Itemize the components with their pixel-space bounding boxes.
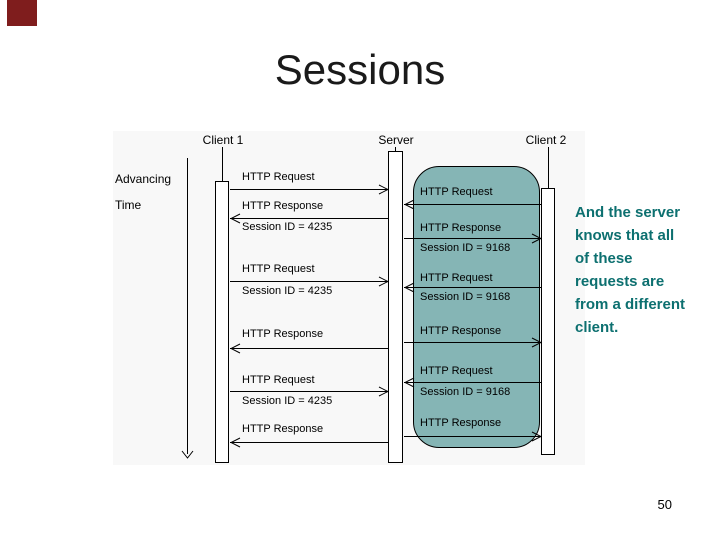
message-label: HTTP Response (420, 325, 502, 337)
message-label: HTTP Response (242, 423, 324, 435)
arrowhead-right-icon (378, 386, 389, 397)
message-label: HTTP Response (242, 328, 324, 340)
activation-client2 (541, 188, 555, 455)
message-arrow-line (404, 436, 541, 437)
message-session: Session ID = 9168 (420, 386, 511, 398)
arrowhead-right-icon (531, 337, 542, 348)
annotation-line: And the server (575, 204, 681, 221)
slide-accent-mark (7, 0, 37, 26)
message-arrow-line (404, 287, 541, 288)
message-session: Session ID = 4235 (242, 285, 333, 297)
message-label: HTTP Request (420, 272, 493, 284)
actor-client2-label: Client 2 (525, 133, 567, 147)
message-arrow-line (404, 238, 541, 239)
annotation-line: from a different (575, 296, 686, 313)
actor-client1-label: Client 1 (202, 133, 244, 147)
arrowhead-left-icon (404, 199, 415, 210)
message-arrow-line (230, 218, 388, 219)
annotation-line: knows that all (575, 227, 675, 244)
time-arrow-line (187, 158, 188, 454)
message-label: HTTP Request (242, 171, 315, 183)
actor-server-label: Server (378, 133, 414, 147)
annotation-text: And the server knows that all of these r… (575, 201, 685, 339)
message-label: HTTP Request (420, 365, 493, 377)
arrowhead-left-icon (404, 377, 415, 388)
lifeline-server (395, 147, 396, 152)
activation-client1 (215, 181, 229, 463)
message-arrow-line (230, 391, 388, 392)
message-arrow-line (230, 189, 388, 190)
message-session: Session ID = 4235 (242, 221, 333, 233)
message-arrow-line (404, 342, 541, 343)
advancing-time-line1: Advancing (115, 172, 172, 186)
arrowhead-left-icon (230, 213, 241, 224)
advancing-time-label: Advancing Time (115, 166, 171, 218)
advancing-time-line2: Time (115, 198, 142, 212)
arrowhead-left-icon (404, 282, 415, 293)
message-label: HTTP Response (242, 200, 324, 212)
message-arrow-line (404, 204, 541, 205)
message-session: Session ID = 4235 (242, 395, 333, 407)
message-arrow-line (230, 442, 388, 443)
message-label: HTTP Request (242, 374, 315, 386)
lifeline-client1 (222, 147, 223, 181)
arrowhead-right-icon (378, 184, 389, 195)
arrowhead-right-icon (531, 431, 542, 442)
message-label: HTTP Request (420, 186, 493, 198)
message-label: HTTP Response (420, 222, 502, 234)
message-session: Session ID = 9168 (420, 291, 511, 303)
time-arrow-down-icon (181, 450, 194, 459)
message-arrow-line (230, 348, 388, 349)
arrowhead-right-icon (378, 276, 389, 287)
annotation-line: of these (575, 250, 633, 267)
page-number: 50 (657, 497, 672, 512)
arrowhead-left-icon (230, 343, 241, 354)
annotation-line: requests are (575, 273, 665, 290)
lifeline-client2 (548, 147, 549, 188)
arrowhead-right-icon (531, 233, 542, 244)
arrowhead-left-icon (230, 437, 241, 448)
message-session: Session ID = 9168 (420, 242, 511, 254)
message-arrow-line (230, 281, 388, 282)
message-arrow-line (404, 382, 541, 383)
client2-highlight-box (413, 166, 540, 448)
activation-server (388, 151, 403, 463)
message-label: HTTP Response (420, 417, 502, 429)
slide-title: Sessions (274, 46, 446, 93)
annotation-line: client. (575, 319, 619, 336)
message-label: HTTP Request (242, 263, 315, 275)
